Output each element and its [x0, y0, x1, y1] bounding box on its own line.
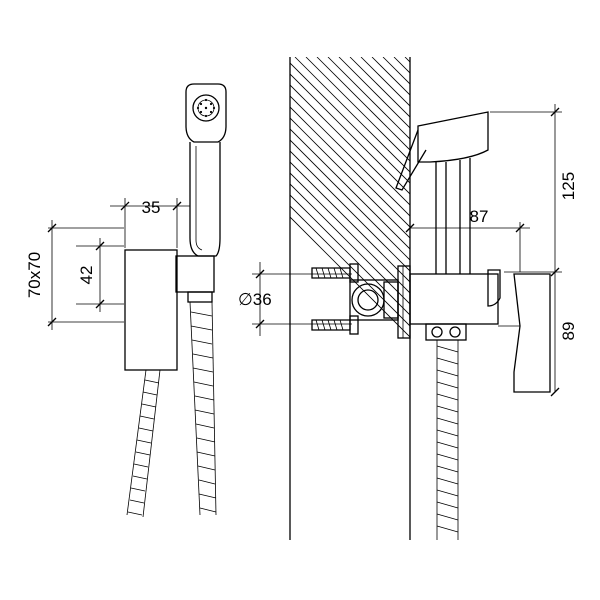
valve-body-side [409, 269, 551, 393]
wall-hatch-line [471, 57, 600, 540]
wall-hatch-line [427, 57, 600, 540]
dimension-label-125: 125 [559, 172, 578, 200]
wall-hatch-line [360, 57, 410, 107]
valve-body-front [124, 249, 178, 371]
dimension-125: 125 [490, 104, 578, 392]
dimension-label-35: 35 [142, 198, 161, 217]
wall-hatch-line [327, 57, 410, 140]
dimension-87: 87 [405, 207, 530, 272]
wall-hatch-line [581, 57, 600, 540]
hose-side [436, 340, 459, 540]
dimension-label-89: 89 [559, 322, 578, 341]
wall-hatch-line [537, 57, 600, 540]
embedded-mount [349, 265, 411, 339]
wall-hatch-line [570, 57, 600, 540]
wall-hatch-line [305, 57, 410, 162]
wall-hatch-line [504, 57, 600, 540]
wall-hatch-line [515, 57, 600, 540]
dimension-35: 35 [110, 198, 190, 248]
dimension-70x70: 70x70 [25, 220, 124, 330]
wall-hatch-line [290, 117, 410, 239]
wall-hatch-line [290, 73, 410, 195]
wall-hatch-line [493, 57, 600, 540]
wall-section [289, 57, 600, 540]
dimension-label-diameter-36: ∅36 [238, 290, 272, 309]
wall-hatch-line [526, 57, 600, 540]
shower-head-side [395, 111, 489, 274]
hose-left [126, 369, 161, 518]
wall-hatch-line [290, 62, 410, 184]
dimension-label-70x70: 70x70 [25, 252, 44, 298]
wall-hatch-line [290, 205, 410, 327]
dimension-label-87: 87 [470, 207, 489, 226]
wall-hatch-line [449, 57, 600, 540]
wall-hatch-line [559, 57, 600, 540]
wall-hatch-line [290, 84, 410, 206]
front-view: 35 70x70 42 [25, 83, 227, 518]
wall-hatch-line [290, 194, 410, 316]
wall-hatch-line [438, 57, 600, 540]
dimension-42: 42 [76, 238, 124, 312]
wall-hatch-line [290, 95, 410, 217]
dimension-89: 89 [550, 322, 578, 397]
wall-hatch-line [290, 183, 410, 305]
holder-connector [175, 255, 215, 303]
wall-hatch-line [294, 57, 410, 173]
wall-hatch-line [316, 57, 410, 151]
wall-hatch-line [349, 57, 410, 118]
dimension-diameter-36: ∅36 [238, 262, 352, 336]
dimension-label-42: 42 [77, 266, 96, 285]
wall-hatch-line [290, 106, 410, 228]
anchor-screw-top [311, 263, 359, 283]
wall-hatch-line [460, 57, 600, 540]
shower-head [185, 83, 227, 257]
wall-hatch-line [393, 57, 410, 74]
anchor-screw-bottom [311, 315, 359, 335]
wall-hatch-line [548, 57, 600, 540]
wall-hatch-line [592, 57, 600, 540]
hose-right [189, 301, 217, 516]
wall-hatch-line [290, 128, 410, 250]
wall-hatch-line [382, 57, 410, 85]
spray-holes [196, 98, 216, 118]
wall-hatch-line [371, 57, 410, 96]
wall-hatch-line [404, 57, 410, 63]
wall-hatch-line [290, 216, 410, 338]
side-view: ∅36 [238, 57, 600, 540]
